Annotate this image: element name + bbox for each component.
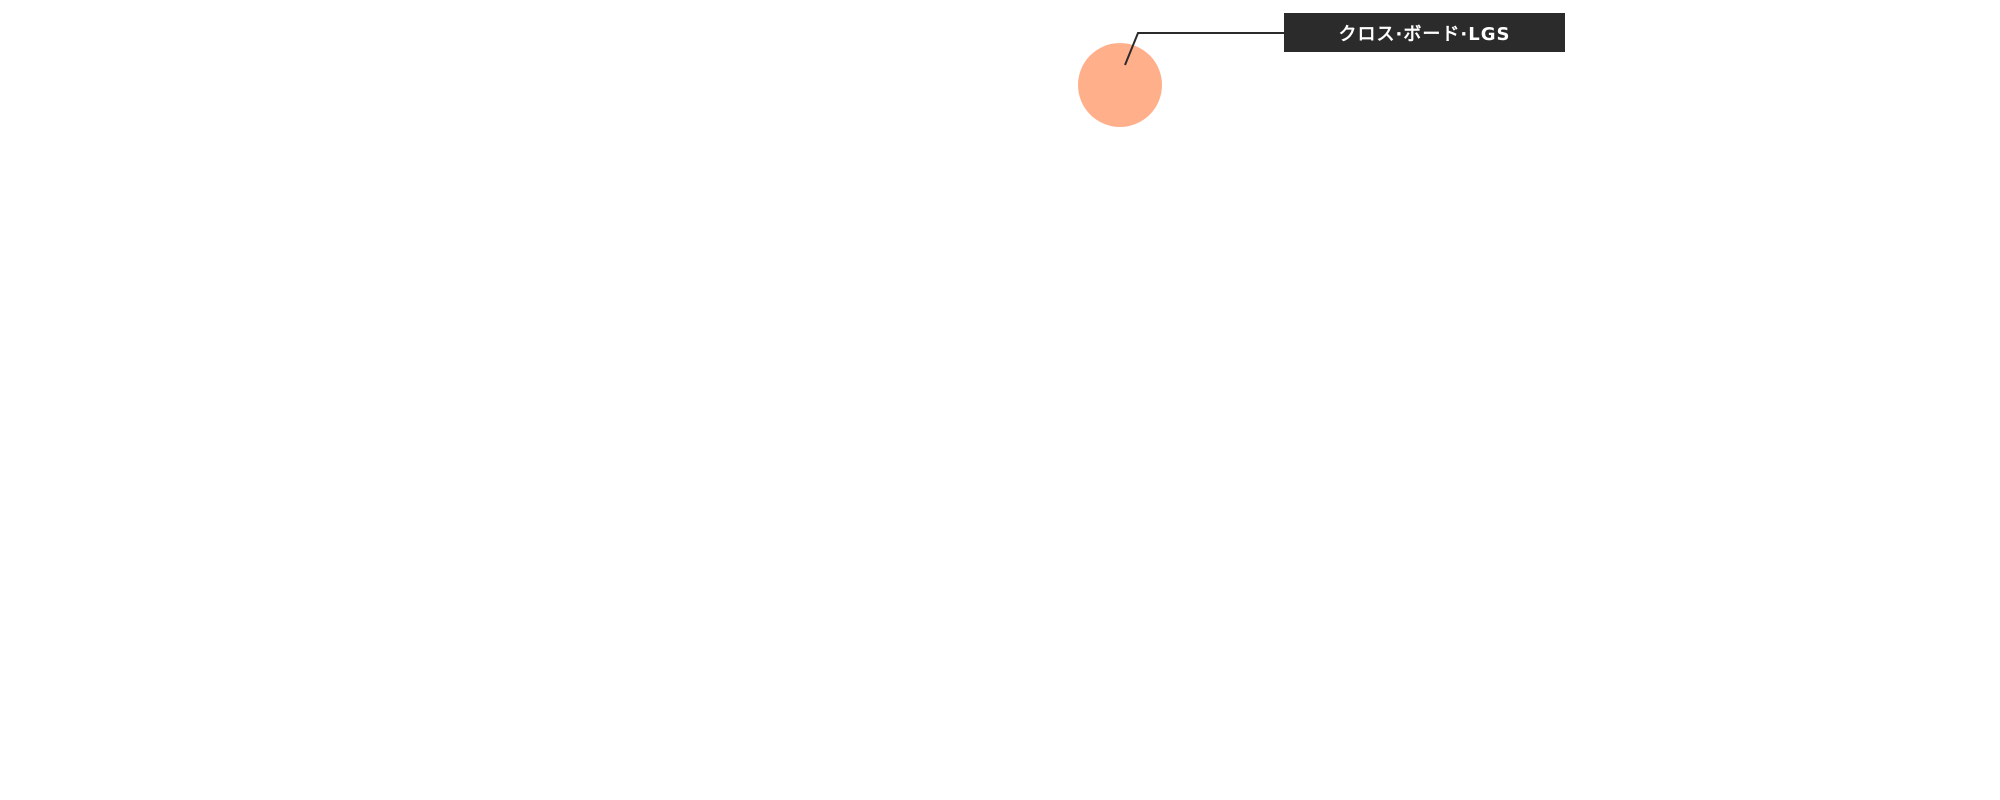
hotspot-label[interactable]: クロス·ボード·LGS bbox=[1284, 13, 1565, 52]
hotspot-label-text: クロス·ボード·LGS bbox=[1338, 23, 1511, 45]
hotspot-marker[interactable] bbox=[1078, 43, 1162, 127]
